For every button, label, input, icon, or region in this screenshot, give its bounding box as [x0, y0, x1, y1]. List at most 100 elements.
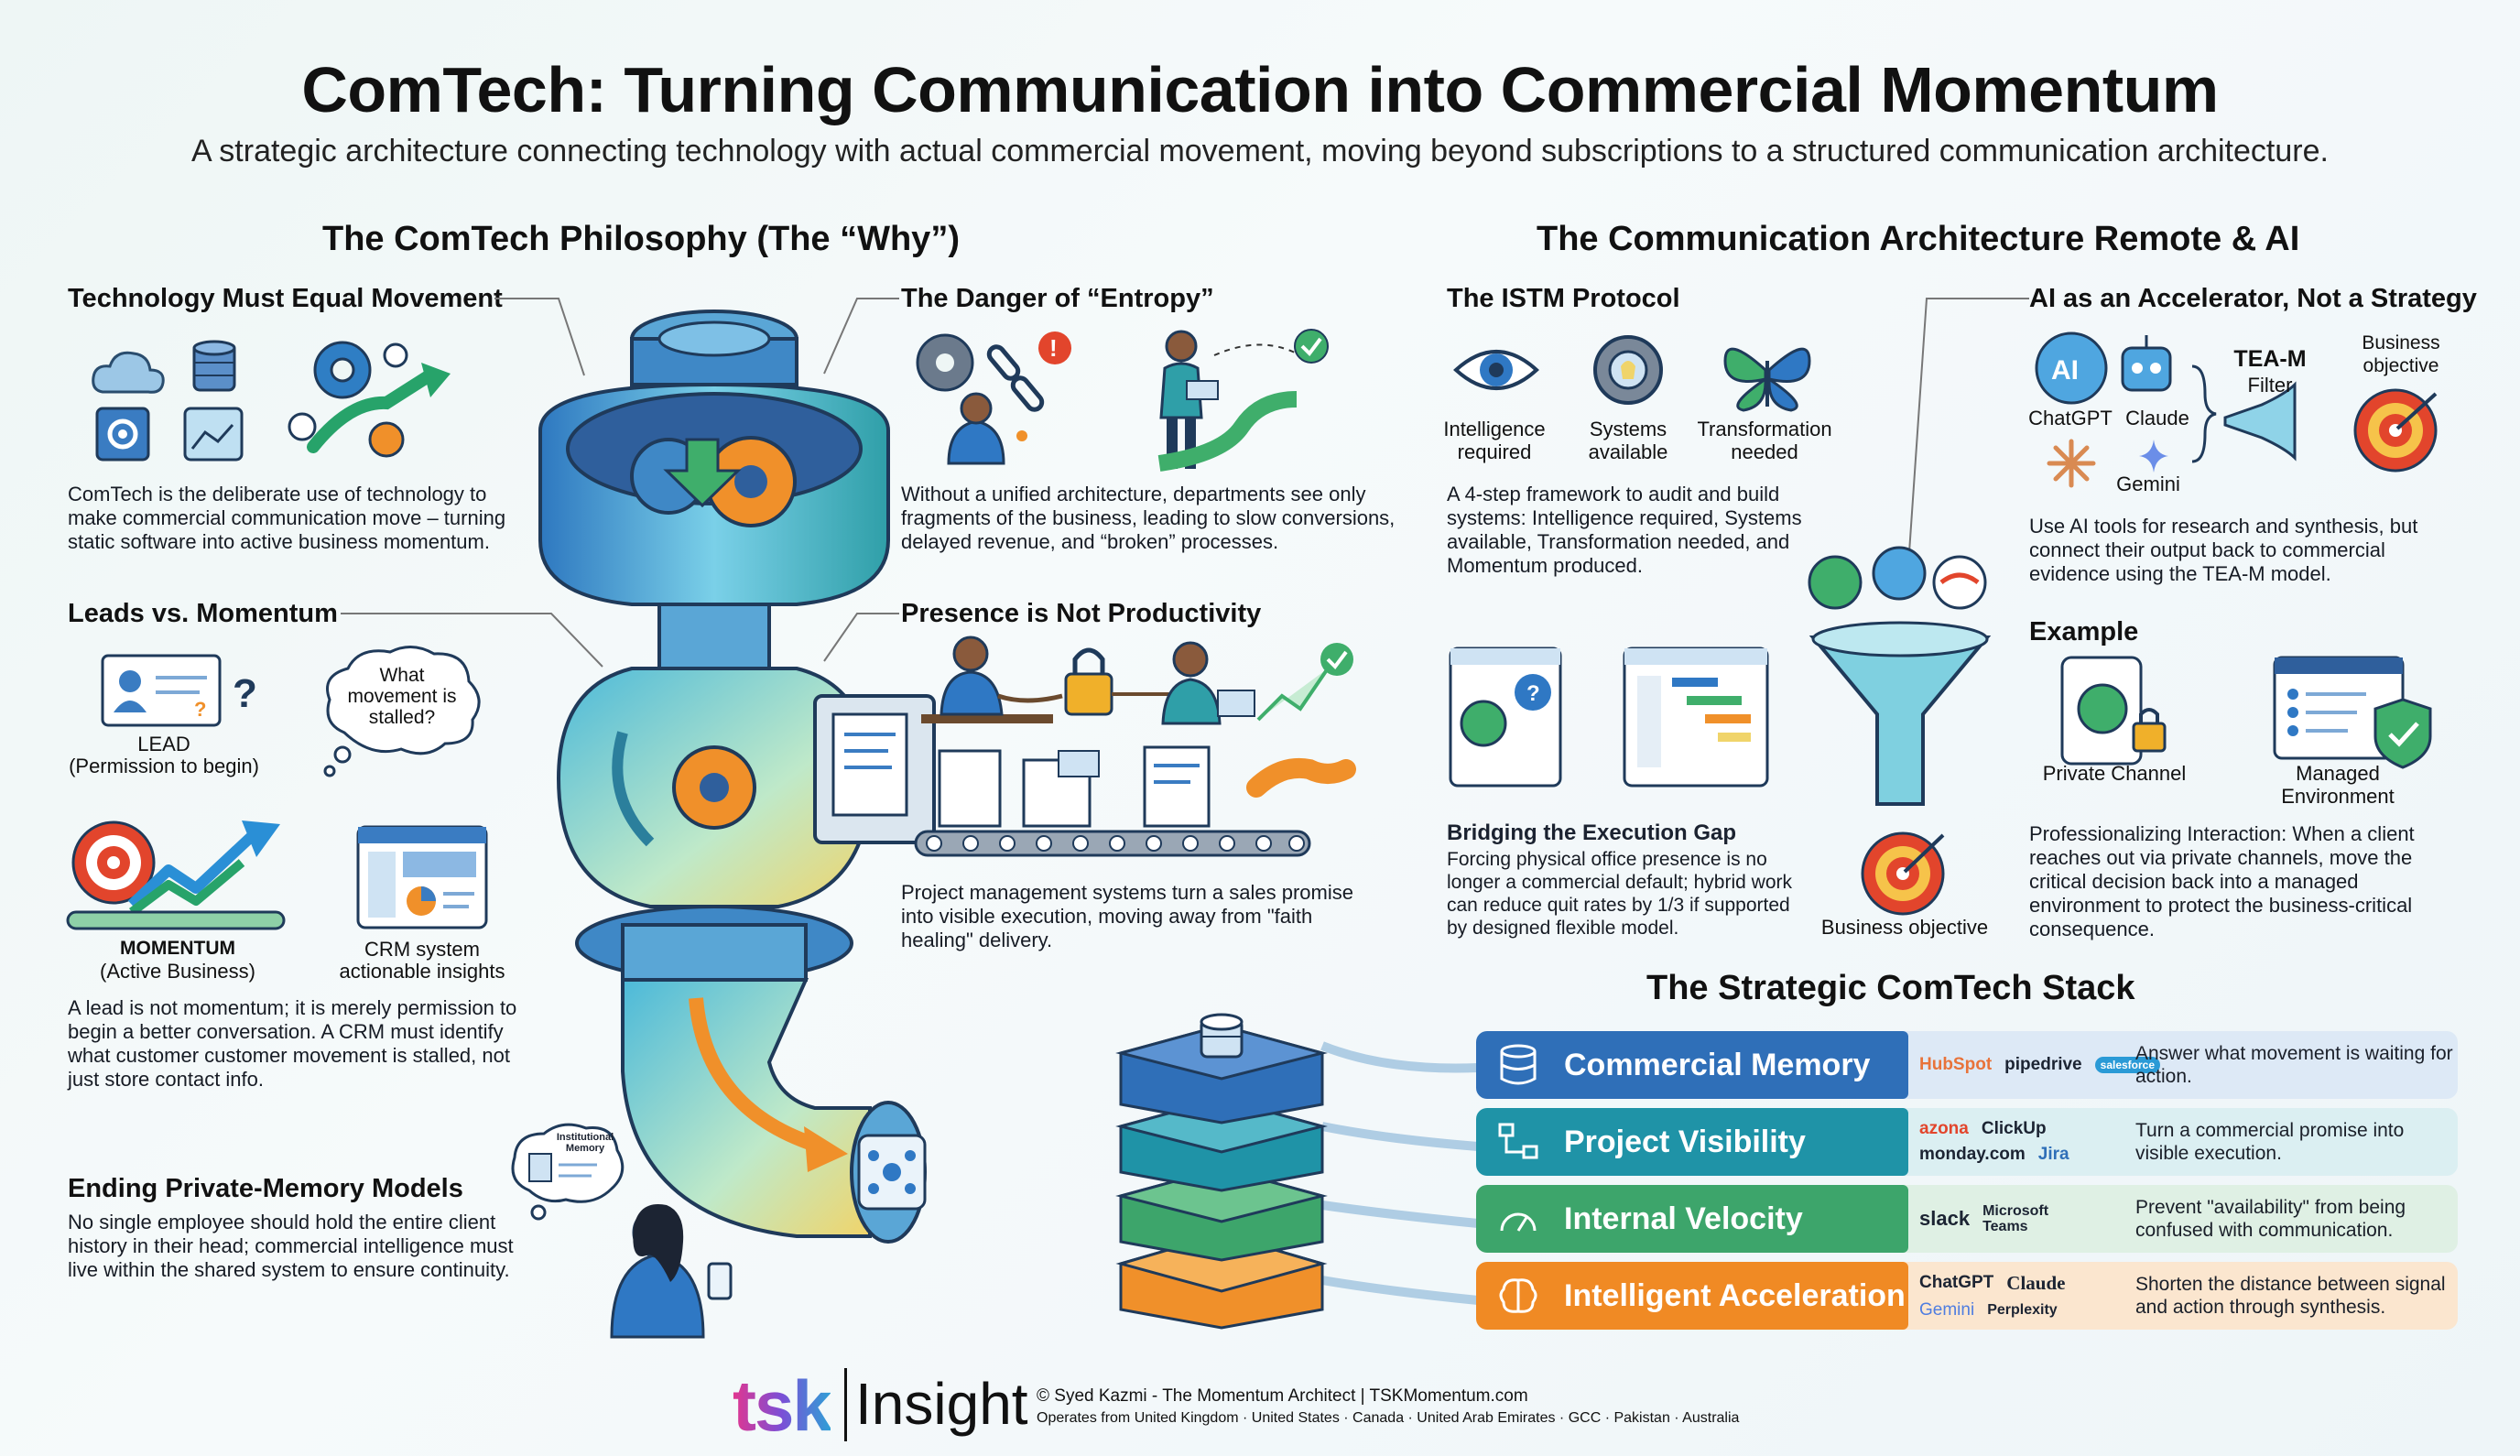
- example-illustration: [2060, 656, 2432, 769]
- stack-label-box: Intelligent Acceleration: [1476, 1262, 1908, 1330]
- speedometer-icon: [1500, 1212, 1537, 1232]
- entropy-illustration: !: [916, 329, 1329, 472]
- gap-target-icon: [1861, 831, 1945, 916]
- leader-line: [341, 613, 603, 668]
- institutional-memory-bubble: Institutional Memory: [556, 1132, 614, 1154]
- svg-text:AI: AI: [2051, 355, 2079, 386]
- page-subtitle: A strategic architecture connecting tech…: [191, 134, 2329, 168]
- robot-icon: [2121, 335, 2172, 392]
- private-memory-body: No single employee should hold the entir…: [68, 1211, 514, 1281]
- flow-diagram-icon: [1498, 1123, 1538, 1159]
- brain-icon: [1499, 1278, 1537, 1313]
- person-memory-illustration: [511, 1123, 771, 1339]
- ai-title: AI as an Accelerator, Not a Strategy: [2029, 284, 2477, 313]
- footer-divider: [844, 1368, 847, 1441]
- istm-body: A 4-step framework to audit and build sy…: [1447, 483, 1802, 577]
- crm-sub-caption: actionable insights: [339, 960, 505, 983]
- chatgpt-label: ChatGPT: [2028, 407, 2113, 429]
- tsk-logo: tsk: [733, 1364, 832, 1448]
- entropy-body: Without a unified architecture, departme…: [901, 483, 1396, 553]
- gemini-star-icon: [2139, 440, 2168, 473]
- istm-icons: [1453, 335, 1811, 412]
- hubspot-logo: HubSpot: [1919, 1055, 1993, 1074]
- stack-cubes-illustration: [1115, 1013, 1479, 1330]
- chat-window-icon: ?: [1449, 647, 1562, 788]
- stack-label-text: Intelligent Acceleration: [1564, 1277, 1906, 1313]
- stack-label-text: Commercial Memory: [1564, 1047, 1871, 1082]
- stack-desc: Shorten the distance between signal and …: [2135, 1274, 2446, 1318]
- svg-text:!: !: [1049, 334, 1058, 362]
- cloud-icon: [92, 351, 165, 394]
- teams-logo: Microsoft Teams: [1982, 1203, 2049, 1234]
- claude-burst-icon: [2047, 439, 2096, 488]
- gears-arrow-icon: [288, 341, 451, 458]
- presence-illustration: [914, 636, 1356, 857]
- folder-chart-icon: [183, 407, 244, 462]
- gap-title: Bridging the Execution Gap: [1447, 820, 1737, 845]
- page-title: ComTech: Turning Communication into Comm…: [301, 54, 2219, 125]
- central-machine-illustration: [538, 310, 936, 1244]
- example-title: Example: [2029, 617, 2139, 647]
- leader-line: [823, 613, 899, 662]
- lead-sub-caption: (Permission to begin): [69, 755, 259, 777]
- jira-logo: Jira: [2037, 1145, 2069, 1164]
- ai-body: Use AI tools for research and synthesis,…: [2029, 515, 2418, 585]
- ai-logos-icons: [1808, 546, 1987, 610]
- leader-line: [494, 298, 585, 376]
- stack-desc: Answer what movement is waiting for acti…: [2135, 1043, 2453, 1087]
- architecture-heading: The Communication Architecture Remote & …: [1537, 220, 2300, 258]
- momentum-sub-caption: (Active Business): [100, 960, 255, 983]
- leads-body: A lead is not momentum; it is merely per…: [68, 996, 517, 1091]
- tea-m-label: TEA-M: [2233, 346, 2307, 372]
- istm-transformation-label: Transformation needed: [1697, 418, 1832, 463]
- stack-label-box: Internal Velocity: [1476, 1185, 1908, 1253]
- salesforce-logo: salesforce: [2094, 1057, 2161, 1073]
- entropy-title: The Danger of “Entropy”: [901, 284, 1214, 313]
- private-memory-title: Ending Private-Memory Models: [68, 1174, 463, 1203]
- stalled-bubble-text: What movement is stalled?: [347, 665, 457, 728]
- insight-logo-text: Insight: [855, 1371, 1028, 1437]
- tech-movement-body: ComTech is the deliberate use of technol…: [68, 483, 506, 553]
- private-channel-label: Private Channel: [2042, 762, 2187, 785]
- stack-desc: Prevent "availability" from being confus…: [2135, 1197, 2406, 1241]
- leader-line: [823, 298, 899, 375]
- presence-title: Presence is Not Productivity: [901, 599, 1262, 628]
- target-icon: [2353, 388, 2438, 473]
- monday-logo: monday.com: [1919, 1145, 2026, 1164]
- istm-systems-label: Systems available: [1588, 418, 1668, 463]
- stack-heading: The Strategic ComTech Stack: [1646, 969, 2135, 1007]
- chatgpt-logo: ChatGPT: [1919, 1273, 1994, 1292]
- thought-bubble: [323, 646, 481, 777]
- stack-tools: azona ClickUp monday.com Jira: [1908, 1108, 2128, 1176]
- settings-box-icon: [95, 407, 150, 462]
- footer-copyright: © Syed Kazmi - The Momentum Architect | …: [1037, 1386, 1528, 1406]
- svg-text:?: ?: [194, 698, 206, 721]
- database-icon: [1500, 1044, 1537, 1085]
- claude-label: Claude: [2125, 407, 2189, 429]
- database-icon: [192, 340, 236, 392]
- eye-icon: [1453, 350, 1539, 390]
- stack-row-commercial-memory: Commercial Memory HubSpot pipedrive sale…: [1476, 1031, 2458, 1099]
- stack-desc: Turn a commercial promise into visible e…: [2135, 1120, 2405, 1164]
- gantt-window-icon: [1623, 647, 1769, 788]
- ai-objective-label: Business objective: [2362, 332, 2440, 376]
- momentum-caption: MOMENTUM: [120, 938, 235, 959]
- tsk-logo-text: tsk: [733, 1365, 832, 1446]
- momentum-target-icon: [66, 820, 286, 930]
- asana-logo: azona: [1919, 1119, 1969, 1138]
- gear-bulb-icon: [1593, 335, 1663, 405]
- filter-label: Filter: [2247, 374, 2293, 397]
- lead-caption: LEAD: [137, 733, 190, 755]
- stack-row-internal-velocity: Internal Velocity slack Microsoft Teams …: [1476, 1185, 2458, 1253]
- claude-logo: Claude: [2006, 1271, 2066, 1294]
- execution-gap-illustration: ?: [1449, 546, 1992, 806]
- tech-movement-title: Technology Must Equal Movement: [68, 284, 503, 313]
- stack-label-text: Project Visibility: [1564, 1124, 1806, 1159]
- gemini-logo: Gemini: [1919, 1299, 1975, 1320]
- pipedrive-logo: pipedrive: [2004, 1055, 2082, 1074]
- gap-objective-label: Business objective: [1820, 916, 1989, 939]
- butterfly-icon: [1723, 347, 1811, 412]
- example-body: Professionalizing Interaction: When a cl…: [2029, 822, 2415, 940]
- svg-text:?: ?: [1526, 681, 1540, 706]
- ai-brain-icon: AI: [2035, 331, 2108, 405]
